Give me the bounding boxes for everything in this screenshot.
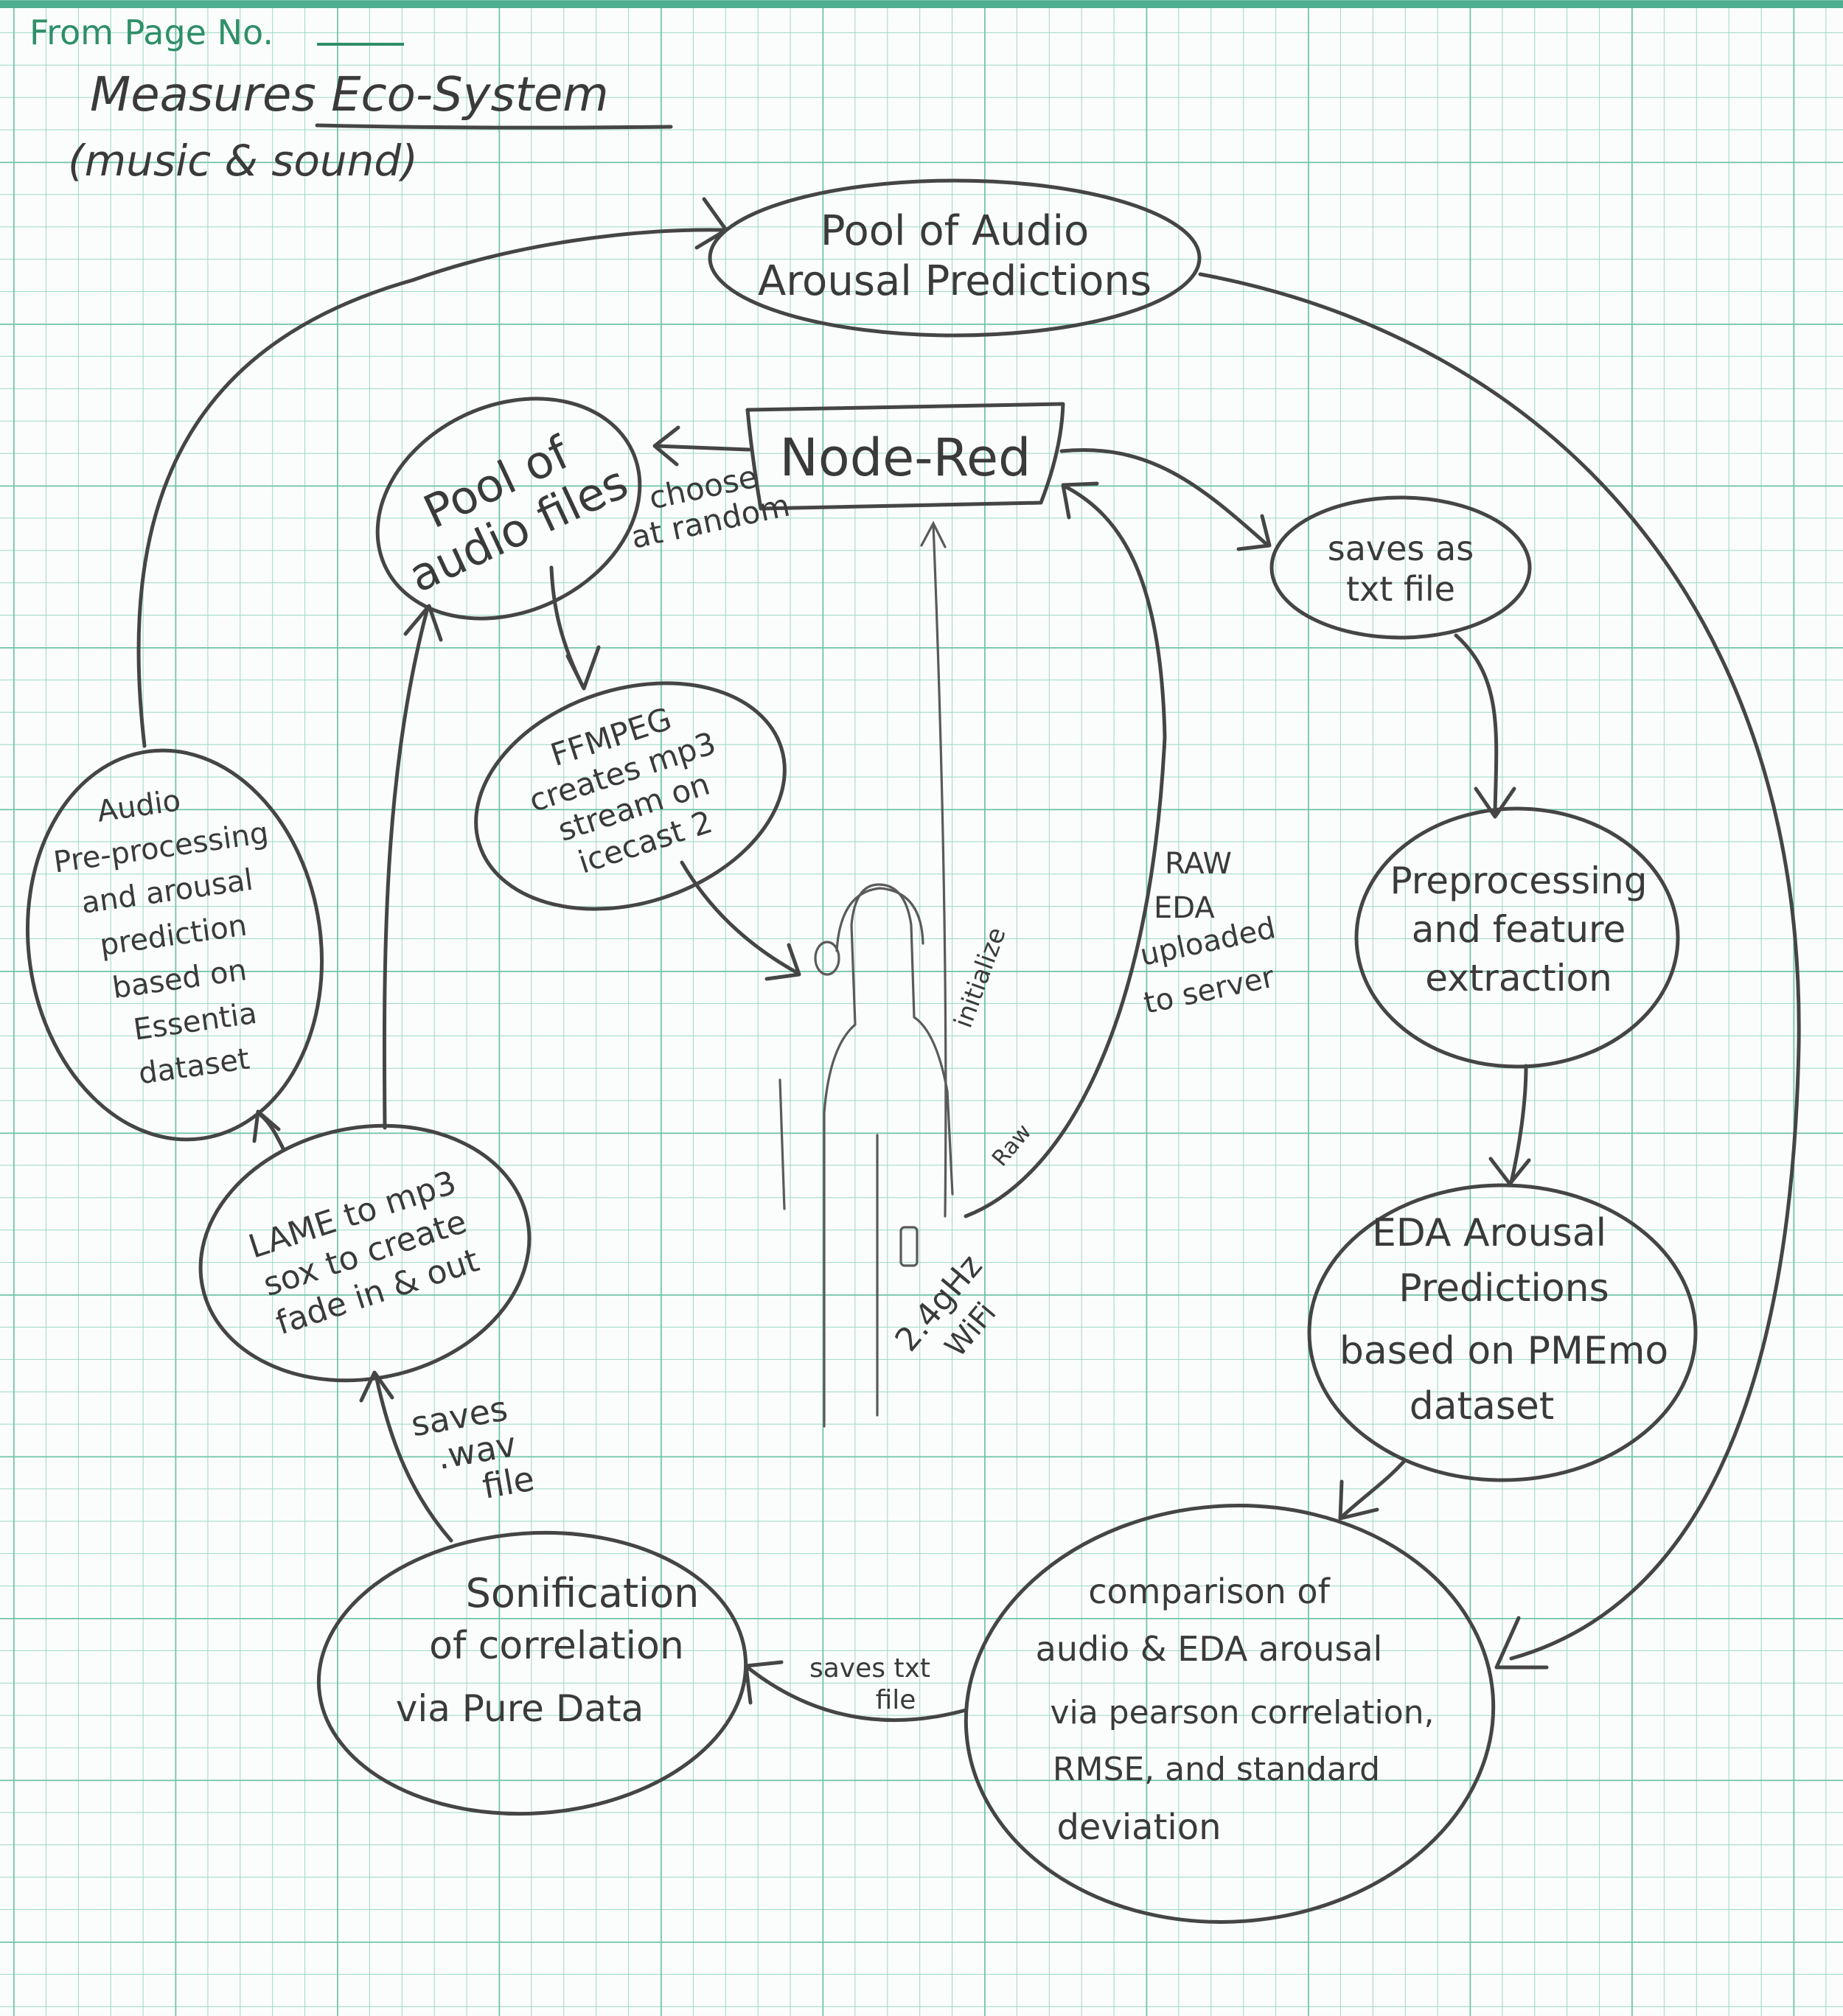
comparison-line-4: RMSE, and standard [1053,1751,1380,1788]
arrowhead [252,1109,281,1143]
sonification-ellipse [316,1530,748,1816]
headphone-band [835,887,924,952]
saves-txt-file-line-2: file [876,1685,916,1715]
arrowhead [403,604,443,642]
arrowhead [1338,1479,1379,1521]
eda-arousal-ellipse [1307,1183,1698,1482]
raw-eda-line-1: RAW [1165,847,1232,881]
from-page-label: From Page No. [29,13,274,52]
lame-sox-ellipse [198,1123,532,1383]
comparison-line-3: via pearson correlation, [1050,1694,1434,1731]
title-line-2: (music & sound) [68,136,418,186]
node-pool-predictions: Pool of Audio Arousal Predictions [758,207,1152,305]
person-body [823,883,954,1428]
node-saves-txt: saves as txt file [1328,529,1474,609]
pool-predictions-line-1: Pool of Audio [821,207,1090,255]
preprocessing-line-2: and feature [1412,908,1626,951]
eda-arousal-line-3: based on PMEmo [1339,1329,1668,1373]
arrowhead [694,197,728,250]
pool-predictions-line-2: Arousal Predictions [758,257,1152,305]
node-comparison: comparison of audio & EDA arousal via pe… [1036,1572,1435,1848]
comparison-line-2: audio & EDA arousal [1036,1629,1383,1669]
edge-saves-txt-to-preprocessing [1454,633,1499,815]
arrowhead [652,425,680,467]
edges [136,197,1801,1723]
node-shapes [25,178,1698,1924]
saves-txt-ellipse [1269,495,1532,640]
comparison-line-5: deviation [1056,1807,1221,1848]
edge-preprocessing-to-eda [1509,1064,1528,1185]
saves-wav-line-3: file [479,1458,537,1506]
eda-arousal-line-1: EDA Arousal [1372,1211,1606,1255]
edge-sonification-to-lame [374,1373,453,1543]
pool-predictions-ellipse [708,178,1202,338]
edge-raw-eda [964,484,1167,1218]
sonification-line-2: of correlation [429,1624,684,1668]
listener-figure [778,883,954,1428]
comparison-ellipse [964,1504,1496,1924]
pool-audio-ellipse [375,397,642,621]
node-eda-arousal: EDA Arousal Predictions based on PMEmo d… [1339,1211,1668,1429]
arrowhead [359,1370,394,1403]
edge-essentia-to-predictions [136,228,725,748]
headphone-ear [814,941,840,976]
title-line-1: Measures Eco-System [90,68,609,122]
arrowhead [1061,481,1099,520]
saves-txt-file-label: saves txt file [809,1653,930,1715]
edge-ffmpeg-to-listener [680,860,800,975]
sonification-line-1: Sonification [466,1570,700,1616]
preprocessing-line-1: Preprocessing [1390,859,1648,902]
arrowhead [1236,514,1272,551]
diagram-title: Measures Eco-System (music & sound) [68,68,673,186]
eda-arousal-line-4: dataset [1410,1384,1555,1429]
arrowhead [1488,1157,1531,1186]
node-sonification: Sonification of correlation via Pure Dat… [396,1570,700,1730]
node-red-box [745,402,1065,511]
node-red-label: Node-Red [780,428,1031,488]
audio-preprocessing-ellipse [25,748,324,1142]
saves-txt-line-2: txt file [1346,569,1455,609]
edge-comparison-to-sonification [745,1665,968,1723]
eda-arousal-line-2: Predictions [1398,1266,1609,1311]
arrowhead [920,520,947,548]
comparison-line-1: comparison of [1088,1572,1331,1611]
raw-eda-line-2: EDA [1154,891,1215,925]
arrowhead [565,645,601,691]
arrowhead [1494,1616,1549,1670]
ffmpeg-ellipse [474,681,787,911]
edge-lame-to-pool-audio [382,606,430,1130]
saves-txt-line-1: saves as [1328,529,1474,568]
arrowhead [744,1660,784,1705]
preprocessing-line-3: extraction [1425,957,1612,1000]
edge-initialize [932,523,947,1218]
node-preprocessing-feature: Preprocessing and feature extraction [1390,859,1648,1000]
edge-nodered-to-pool-audio [654,444,751,452]
preprocessing-ellipse [1354,806,1680,1069]
person-arms [778,1078,879,1417]
sonification-line-3: via Pure Data [396,1687,644,1730]
arrowhead [1474,786,1516,819]
edge-eda-to-comparison [1339,1459,1407,1519]
edge-predictions-to-comparison [1198,272,1801,1661]
saves-wav-label: saves .wav file [408,1388,537,1506]
arrowhead [764,943,801,981]
saves-txt-file-line-1: saves txt [809,1653,930,1684]
eda-sensor-device [899,1226,919,1267]
page-header: From Page No. [29,13,404,52]
edge-nodered-to-saves-txt [1059,448,1270,548]
